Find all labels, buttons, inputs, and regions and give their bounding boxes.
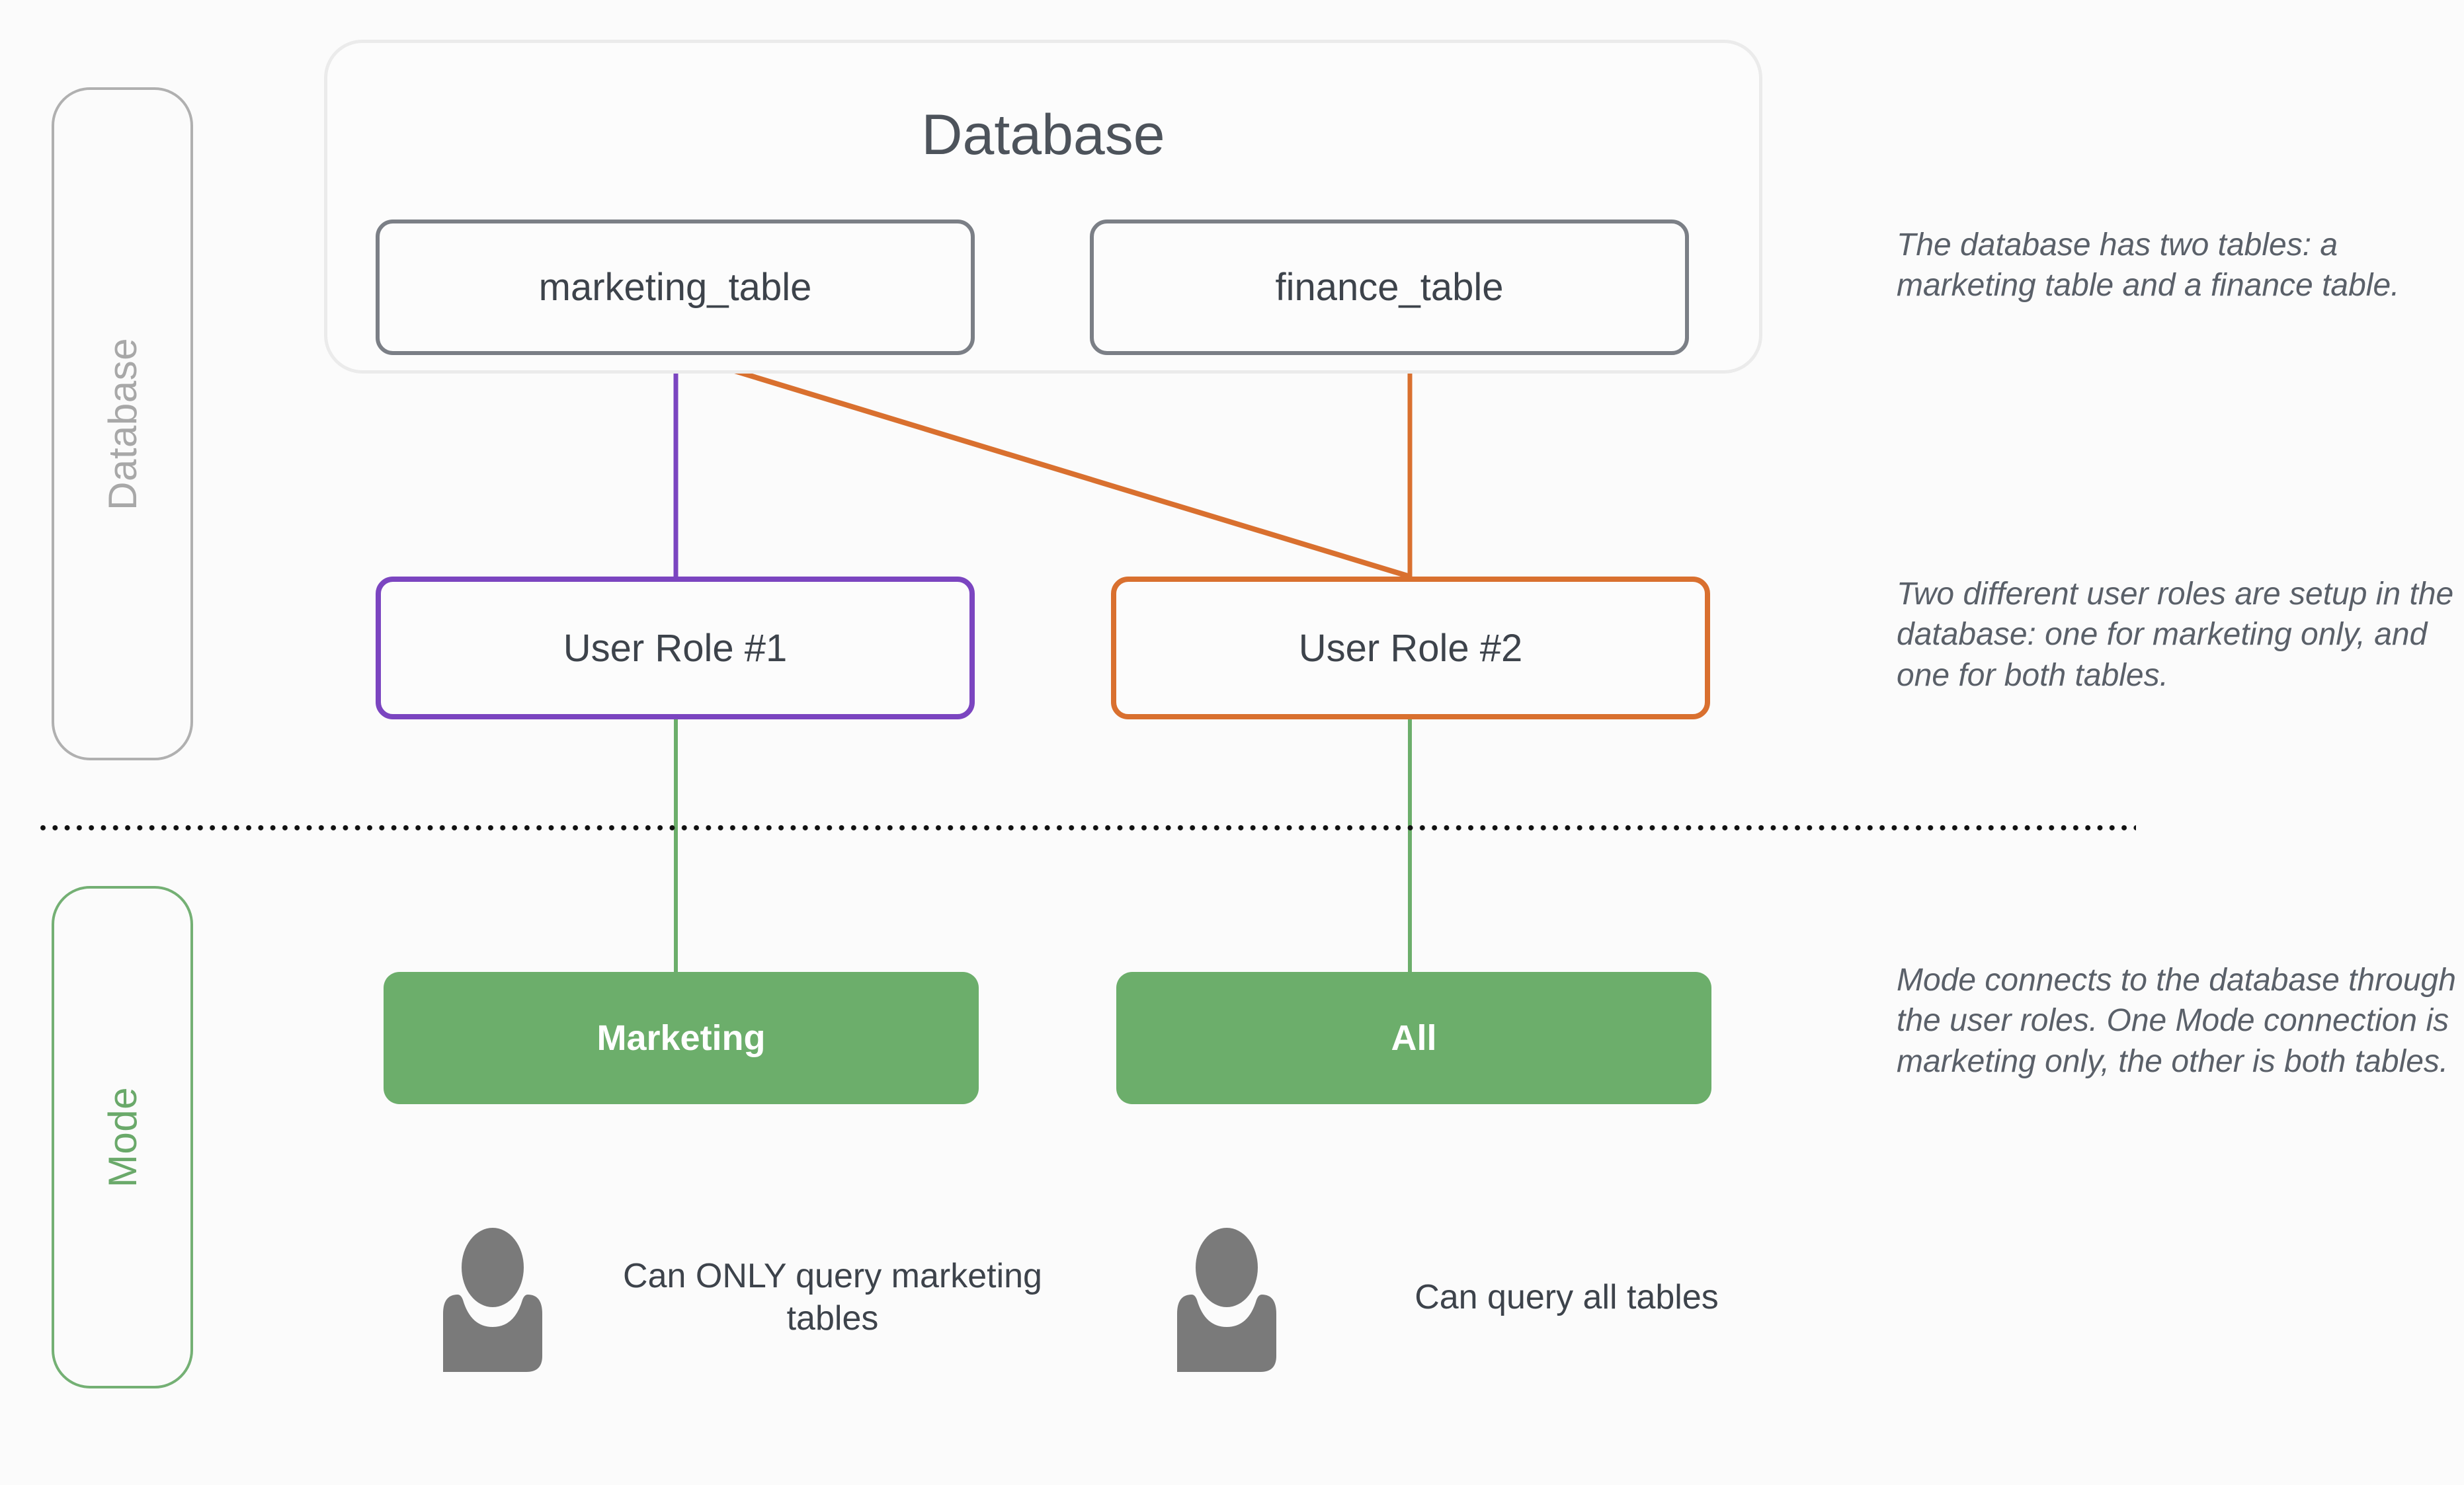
node-user-role-1-label: User Role #1: [563, 626, 788, 670]
swimlane-mode: Mode: [52, 886, 193, 1388]
persona-all-label: Can query all tables: [1415, 1277, 1719, 1316]
database-title: Database: [921, 103, 1165, 167]
persona-marketing-label: Can ONLY query marketing tables: [623, 1256, 1042, 1338]
node-marketing-table-label: marketing_table: [538, 266, 812, 309]
section-divider: [40, 823, 2136, 833]
node-marketing-table[interactable]: marketing_table: [376, 220, 975, 355]
line-marketing-to-role2: [681, 352, 1411, 579]
annotation-mode: Mode connects to the database through th…: [1897, 963, 2456, 1079]
swimlane-mode-label: Mode: [100, 1086, 145, 1188]
persona-all: Can query all tables: [1164, 1217, 1825, 1382]
annotation-user-roles: Two different user roles are setup in th…: [1897, 577, 2454, 693]
node-mode-connection-marketing-label: Marketing: [596, 1018, 766, 1058]
node-user-role-1[interactable]: User Role #1: [376, 577, 975, 719]
node-mode-connection-marketing[interactable]: Marketing: [384, 972, 979, 1104]
node-user-role-2[interactable]: User Role #2: [1111, 577, 1710, 719]
node-finance-table[interactable]: finance_table: [1090, 220, 1689, 355]
person-icon: [1177, 1228, 1276, 1372]
annotation-database: The database has two tables: a marketing…: [1897, 227, 2400, 303]
node-user-role-2-label: User Role #2: [1298, 626, 1523, 670]
persona-marketing: Can ONLY query marketing tables: [430, 1217, 1091, 1382]
node-mode-connection-all[interactable]: All: [1116, 972, 1711, 1104]
person-icon: [443, 1228, 542, 1372]
swimlane-database: Database: [52, 87, 193, 760]
node-finance-table-label: finance_table: [1275, 266, 1504, 309]
swimlane-database-label: Database: [100, 337, 145, 510]
node-mode-connection-all-label: All: [1391, 1018, 1437, 1058]
